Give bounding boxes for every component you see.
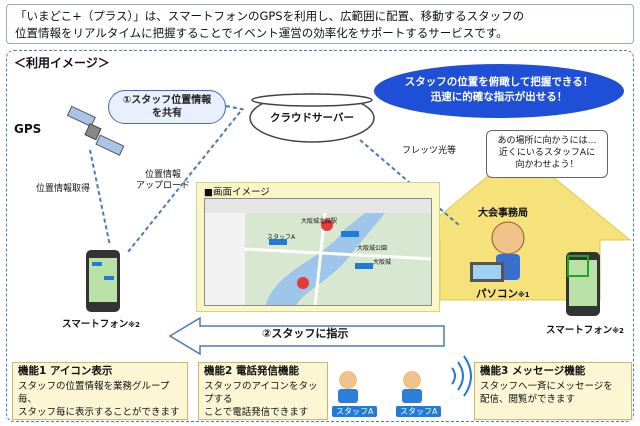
benefit-oval: スタッフの位置を俯瞰して把握できる！ 迅速に的確な指示が出せる！ <box>374 64 624 118</box>
staff-tag-2: スタッフA <box>396 406 442 417</box>
staff-tag-1: スタッフA <box>332 406 378 417</box>
usage-title: ＜利用イメージ＞ <box>14 56 110 70</box>
pc-note: ※1 <box>518 291 530 299</box>
operator-person-icon <box>470 221 525 282</box>
intro-line-2: 位置情報をリアルタイムに把握することでイベント運営の効率化をサポートするサービス… <box>15 26 508 40</box>
function-1-line-2: スタッフ毎に表示することができます <box>18 407 180 418</box>
pc-label: パソコン※1 <box>476 286 530 301</box>
bubble-line-3: 向かわせよう！ <box>515 160 579 170</box>
left-phone-label: スマートフォン※2 <box>62 316 140 330</box>
map-label-station2: 大阪城公園 <box>357 245 388 252</box>
upload-line-1: 位置情報 <box>145 170 182 180</box>
map-label-station1: 大阪城北詰駅 <box>301 218 338 225</box>
share-line-2: を共有 <box>152 108 182 119</box>
function-2-box: 機能2 電話発信機能 スタッフのアイコンをタップする ことで電話発信できます <box>198 362 328 420</box>
map-screenshot: 大阪城北詰駅 スタッフA 大阪城公園 大阪城 <box>204 198 432 306</box>
right-phone-label: スマートフォン※2 <box>546 322 624 336</box>
share-location-pill: ①スタッフ位置情報 を共有 <box>108 90 226 124</box>
thought-bubble: あの場所に向かうには… 近くにいるスタッフAに 向かわせよう！ <box>486 130 608 178</box>
upload-line-2: アップロード <box>136 181 191 191</box>
instruction-arrow <box>168 316 445 356</box>
usage-frame <box>6 50 634 422</box>
cloud-icon <box>249 93 375 143</box>
location-acquire-label: 位置情報取得 <box>36 184 91 194</box>
cloud-server-label: クラウドサーバー <box>270 112 354 124</box>
function-1-line-1: スタッフの位置情報を業務グループ毎、 <box>18 381 170 405</box>
satellite-icon <box>66 105 125 156</box>
function-2-line-2: ことで電話発信できます <box>204 407 309 418</box>
intro-line-1: 「いまどこ+（プラス）」は、スマートフォンのGPSを利用し、広範囲に配置、移動す… <box>15 9 525 23</box>
staff-person-1-icon <box>338 371 358 403</box>
function-1-title: 機能1 アイコン表示 <box>18 365 113 377</box>
upload-label: 位置情報 アップロード <box>136 170 190 192</box>
function-3-line-1: スタッフへ一斉にメッセージを <box>480 381 613 392</box>
right-phone-note: ※2 <box>612 327 624 335</box>
benefit-line-2: 迅速に的確な指示が出せる！ <box>430 91 568 103</box>
screen-image-title: ■画面イメージ <box>204 187 270 198</box>
staff-person-2-icon <box>402 371 422 403</box>
share-line-1: ①スタッフ位置情報 <box>122 95 212 106</box>
map-label-station3: 大阪城 <box>373 259 392 266</box>
function-2-title: 機能2 電話発信機能 <box>204 365 299 377</box>
function-3-box: 機能3 メッセージ機能 スタッフへ一斉にメッセージを 配信、閲覧ができます <box>474 362 632 420</box>
signal-icon <box>451 355 472 397</box>
function-3-title: 機能3 メッセージ機能 <box>480 365 586 377</box>
left-phone-icon <box>86 250 120 312</box>
map-label-staff-a: スタッフA <box>267 234 296 241</box>
left-phone-note: ※2 <box>128 321 140 329</box>
map-graphics <box>205 199 431 305</box>
intro-box: 「いまどこ+（プラス）」は、スマートフォンのGPSを利用し、広範囲に配置、移動す… <box>6 4 634 44</box>
gps-label: GPS <box>14 122 42 136</box>
instruction-label: ②スタッフに指示 <box>262 327 349 340</box>
function-1-box: 機能1 アイコン表示 スタッフの位置情報を業務グループ毎、 スタッフ毎に表示する… <box>12 362 188 420</box>
left-phone-text: スマートフォン <box>62 319 129 330</box>
flets-label: フレッツ光等 <box>402 146 457 156</box>
office-label: 大会事務局 <box>478 208 528 219</box>
function-3-line-2: 配信、閲覧ができます <box>480 394 576 405</box>
right-phone-icon <box>566 252 600 316</box>
bubble-line-1: あの場所に向かうには… <box>497 136 597 146</box>
bubble-line-2: 近くにいるスタッフAに <box>498 148 596 158</box>
benefit-line-1: スタッフの位置を俯瞰して把握できる！ <box>404 76 594 88</box>
function-2-line-1: スタッフのアイコンをタップする <box>204 381 318 405</box>
right-phone-text: スマートフォン <box>546 325 613 336</box>
pc-label-text: パソコン <box>476 288 518 300</box>
